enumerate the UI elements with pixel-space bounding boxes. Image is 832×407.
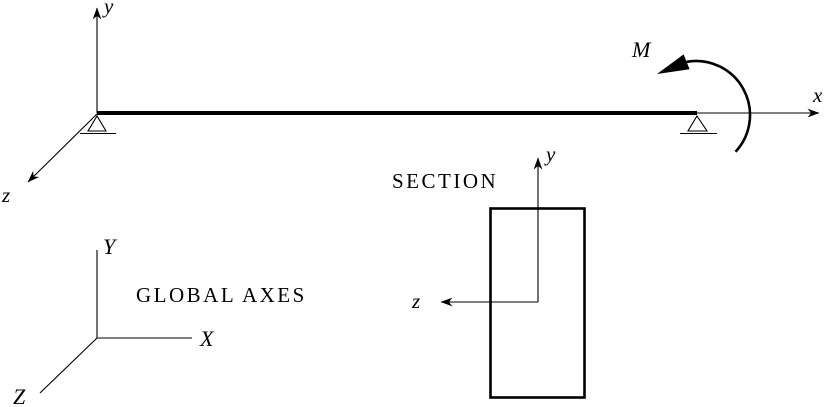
moment-arrow <box>657 54 752 153</box>
moment-arrowhead-icon <box>657 54 690 74</box>
global-x-axis-label: X <box>199 326 215 351</box>
beam-z-axis-label: z <box>1 183 10 207</box>
beam-z-axis <box>27 113 98 183</box>
section-title: SECTION <box>392 169 498 193</box>
right-pin-support <box>680 114 717 135</box>
left-support-triangle-icon <box>87 114 107 132</box>
global-z-axis <box>39 337 98 394</box>
global-y-axis-label: Y <box>103 234 118 259</box>
left-pin-support <box>80 114 116 135</box>
section-y-axis-label: y <box>544 142 556 166</box>
section-z-axis-label: z <box>411 289 420 313</box>
right-support-triangle-icon <box>687 114 709 132</box>
global-axes-title: GLOBAL AXES <box>136 283 307 307</box>
moment-label: M <box>631 37 652 62</box>
global-axes-triad <box>39 250 192 394</box>
beam-x-axis-label: x <box>812 83 823 107</box>
beam-y-axis-label: y <box>102 0 114 18</box>
global-z-axis-label: Z <box>13 384 26 407</box>
moment-arc <box>686 59 752 153</box>
